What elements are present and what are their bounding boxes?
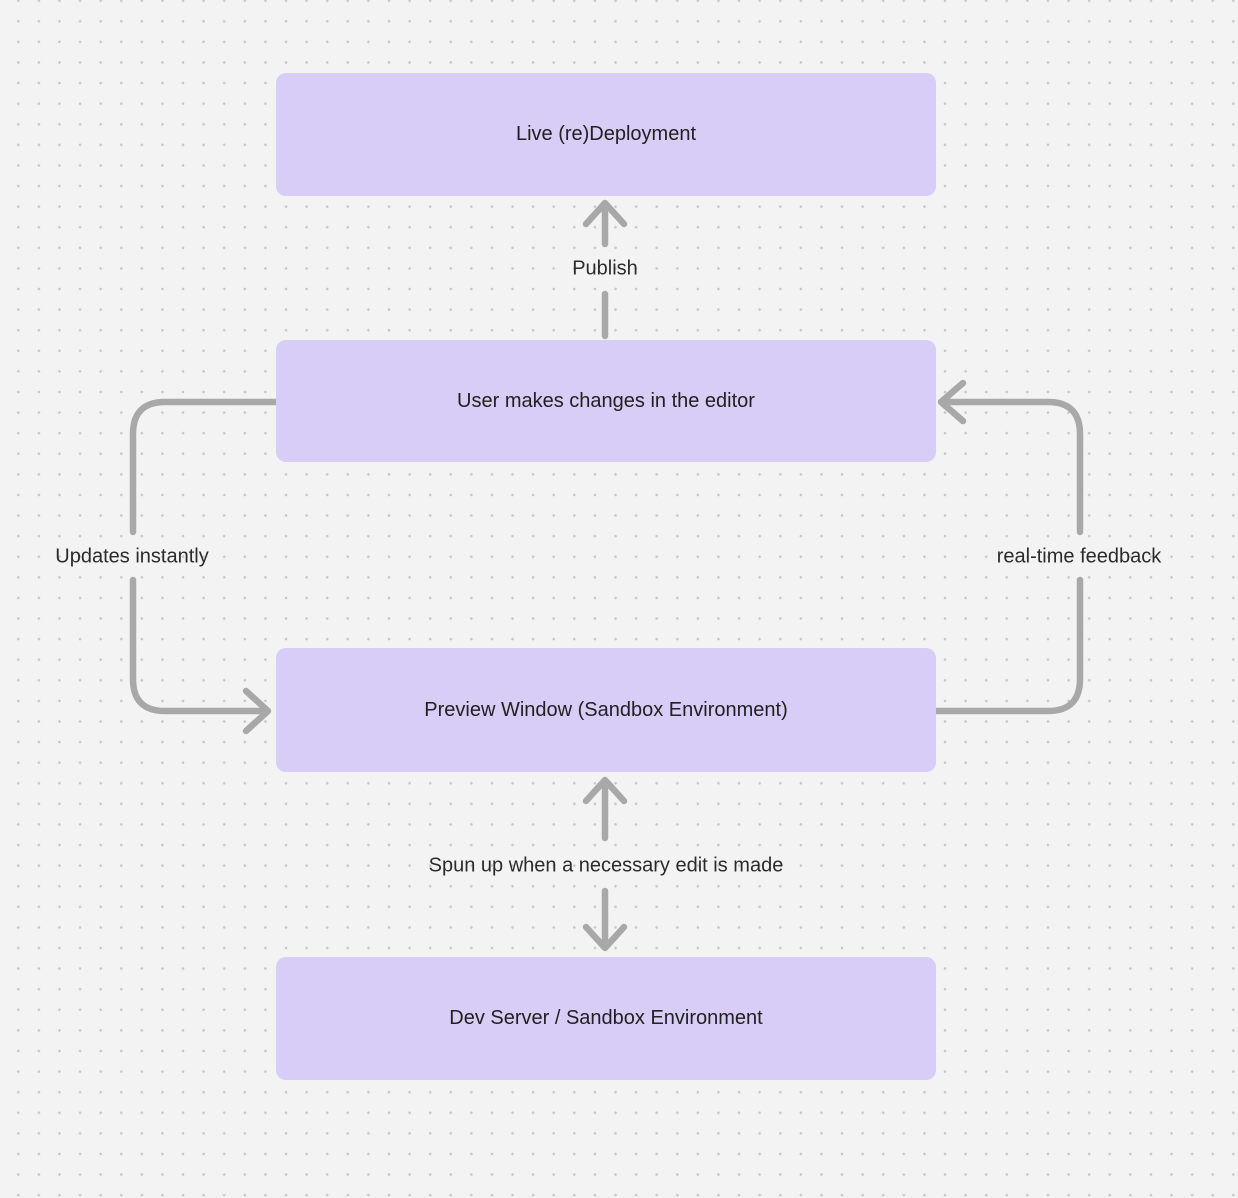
node-live-redeployment: Live (re)Deployment <box>276 73 936 196</box>
edge-label-spun-up: Spun up when a necessary edit is made <box>428 854 784 877</box>
spun-up-arrowhead-up-icon <box>582 776 628 805</box>
node-dev-server-label: Dev Server / Sandbox Environment <box>449 1007 763 1029</box>
realtime-feedback-arrow-upper <box>940 398 1084 536</box>
node-preview-window-label: Preview Window (Sandbox Environment) <box>424 698 788 721</box>
node-editor-changes-label: User makes changes in the editor <box>457 389 755 412</box>
node-editor-changes: User makes changes in the editor <box>276 340 936 462</box>
spun-up-arrowhead-down-icon <box>582 923 628 952</box>
node-preview-window: Preview Window (Sandbox Environment) <box>276 648 936 772</box>
updates-instantly-arrow-upper <box>129 398 281 536</box>
updates-instantly-arrowhead-right-icon <box>242 687 272 735</box>
node-dev-server: Dev Server / Sandbox Environment <box>276 957 936 1080</box>
realtime-feedback-arrow-lower <box>931 576 1084 715</box>
realtime-feedback-arrowhead-left-icon <box>937 379 967 425</box>
publish-arrowhead-up-icon <box>582 199 628 228</box>
edge-label-real-time-feedback: real-time feedback <box>996 545 1162 568</box>
edge-label-updates-instantly: Updates instantly <box>55 545 209 568</box>
node-live-redeployment-label: Live (re)Deployment <box>515 123 697 145</box>
updates-instantly-arrow-lower <box>129 576 270 715</box>
edge-label-publish: Publish <box>572 257 638 280</box>
